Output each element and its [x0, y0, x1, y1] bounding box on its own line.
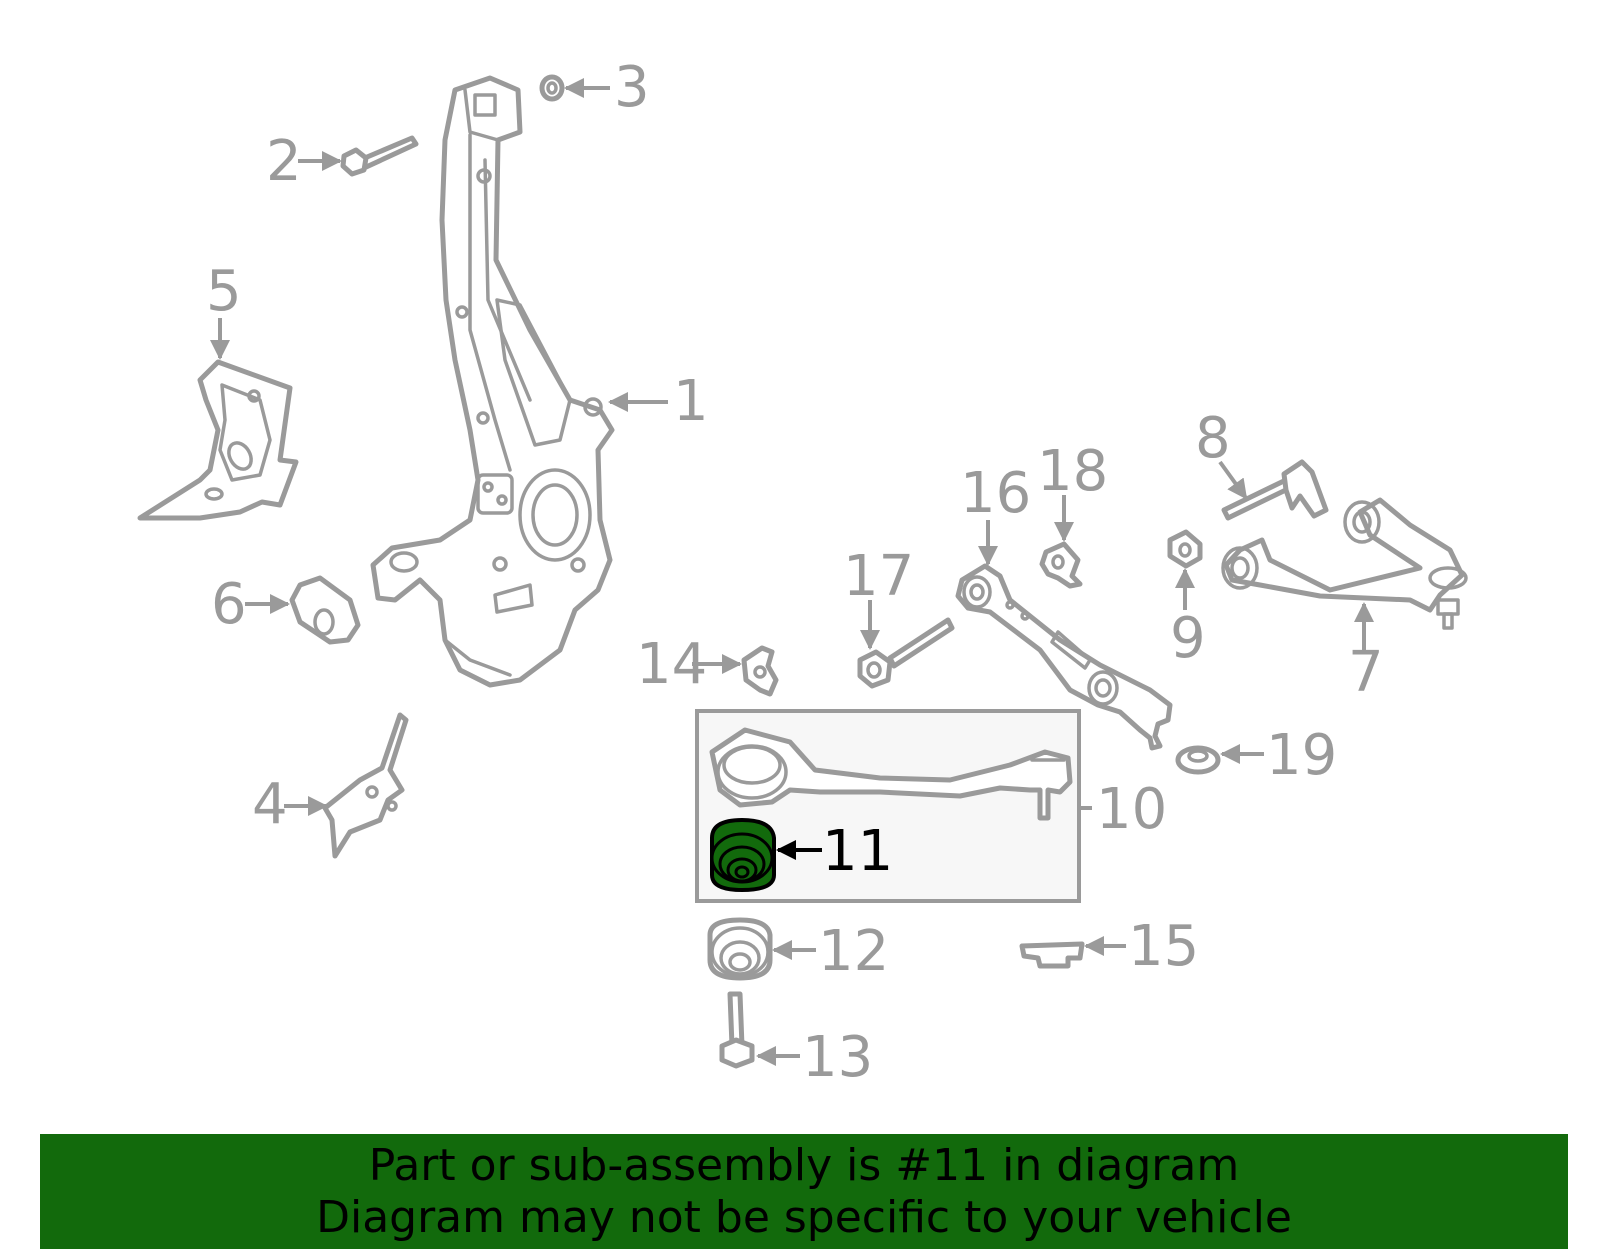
part-18-nut	[1039, 541, 1083, 589]
callout-8: 8	[1195, 406, 1231, 471]
part-13-bolt	[719, 991, 755, 1069]
part-2-bolt	[340, 135, 419, 177]
callout-1: 1	[673, 369, 709, 434]
callout-10: 10	[1096, 777, 1167, 842]
part-3-nut	[539, 74, 565, 102]
part-4-bracket	[322, 712, 409, 859]
part-14-clip	[741, 645, 779, 697]
callout-13: 13	[802, 1025, 873, 1090]
part-10-lower-control-arm	[709, 727, 1073, 821]
callout-9: 9	[1170, 606, 1206, 671]
part-17-bolt	[857, 617, 955, 689]
callout-3: 3	[614, 55, 650, 120]
part-12-bushing	[707, 917, 773, 981]
callout-6: 6	[211, 572, 247, 637]
part-1-steering-knuckle	[370, 75, 615, 688]
banner-line-2: Diagram may not be specific to your vehi…	[316, 1192, 1292, 1243]
part-16-lower-link	[955, 563, 1173, 751]
callout-5: 5	[206, 259, 242, 324]
callout-2: 2	[266, 129, 302, 194]
part-19-washer	[1175, 745, 1221, 775]
callout-15: 15	[1128, 914, 1199, 979]
callout-7: 7	[1348, 640, 1384, 705]
callout-11: 11	[822, 819, 893, 884]
part-9-nut	[1167, 529, 1203, 569]
callout-17: 17	[843, 544, 914, 609]
part-15-stop-plate	[1019, 941, 1085, 969]
callout-19: 19	[1266, 723, 1337, 788]
part-7-upper-control-arm	[1221, 497, 1468, 630]
part-5-shield	[137, 359, 299, 521]
part-6-bushing	[289, 575, 361, 645]
info-banner: Part or sub-assembly is #11 in diagram D…	[40, 1134, 1568, 1249]
callout-4: 4	[252, 772, 288, 837]
callout-18: 18	[1037, 439, 1108, 504]
callout-14: 14	[636, 632, 707, 697]
callout-16: 16	[960, 461, 1031, 526]
callout-12: 12	[818, 919, 889, 984]
part-11-bushing-highlighted[interactable]	[710, 817, 776, 893]
banner-line-1: Part or sub-assembly is #11 in diagram	[368, 1140, 1240, 1191]
part-8-bolt-bracket	[1221, 459, 1329, 521]
